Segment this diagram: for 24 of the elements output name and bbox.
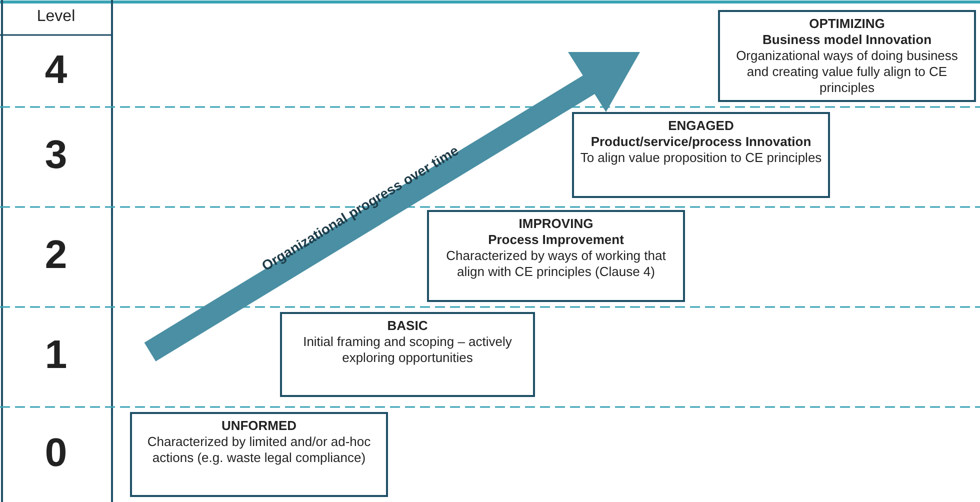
level-number: 2: [44, 233, 68, 278]
level-number: 4: [44, 48, 68, 93]
level-title: OPTIMIZING: [808, 16, 886, 32]
level-description: To align value proposition to CE principles: [580, 150, 822, 166]
level-title: BASIC: [386, 318, 429, 334]
level-title: IMPROVING: [518, 216, 594, 232]
level-box: [130, 412, 388, 497]
level-title: ENGAGED: [667, 118, 735, 134]
level-box: [718, 10, 976, 102]
level-box: [427, 210, 685, 302]
level-number: 3: [44, 133, 68, 178]
level-box: [572, 112, 830, 198]
level-description: Characterized by limited and/or ad-hoc actions (e.g. waste legal compliance): [146, 434, 372, 466]
level-number: 0: [44, 431, 68, 476]
level-box: [280, 312, 535, 397]
level-description: Characterized by ways of working that align with CE principles (Clause 4): [445, 248, 667, 280]
level-subtitle: Process Improvement: [487, 232, 625, 248]
column-header: Level: [36, 8, 76, 26]
level-number: 1: [44, 333, 68, 378]
level-title: UNFORMED: [220, 418, 298, 434]
level-subtitle: Product/service/process Innovation: [590, 134, 812, 150]
level-description: Initial framing and scoping – actively exploring opportunities: [302, 334, 513, 366]
level-description: Organizational ways of doing business and creating value fully align to CE principles: [735, 48, 959, 96]
level-subtitle: Business model Innovation: [761, 32, 933, 48]
